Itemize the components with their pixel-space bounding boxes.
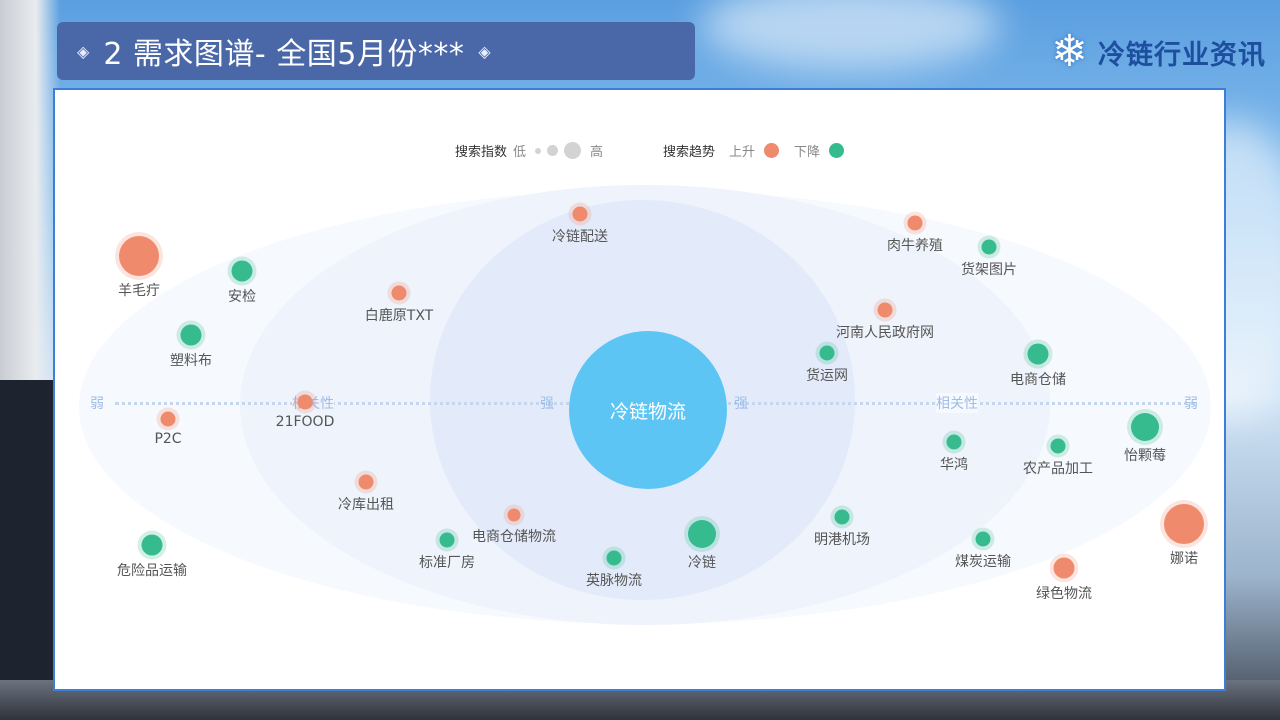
truck-shadow — [0, 380, 55, 720]
legend-high-label: 高 — [590, 145, 604, 160]
keyword-node-dot — [141, 534, 163, 556]
keyword-node-dot — [981, 239, 997, 255]
keyword-node-label: 电商仓储 — [1010, 371, 1066, 388]
keyword-node-dot — [1164, 504, 1204, 544]
keyword-node-label: 肉牛养殖 — [887, 237, 943, 254]
keyword-node-label: 华鸿 — [940, 456, 968, 473]
keyword-node-dot — [439, 532, 455, 548]
axis-weak-right: 弱 — [1184, 396, 1198, 412]
legend-medium-dot — [547, 145, 559, 156]
keyword-node-dot — [160, 411, 176, 427]
keyword-node-dot — [606, 550, 622, 566]
keyword-node-label: 娜诺 — [1170, 551, 1198, 567]
keyword-node-label: 冷链配送 — [552, 228, 608, 245]
legend-small-dot — [535, 147, 542, 154]
keyword-node-label: 冷库出租 — [338, 496, 394, 513]
keyword-node-label: 安检 — [228, 288, 256, 305]
keyword-node-dot — [119, 236, 159, 276]
keyword-node-dot — [1027, 343, 1049, 365]
legend-search-index-label: 搜索指数 — [455, 145, 508, 160]
keyword-node-label: 冷链 — [688, 555, 716, 571]
keyword-node-dot — [907, 215, 923, 231]
keyword-node-label: 羊毛疔 — [118, 283, 160, 299]
slide-title: 2 需求图谱- 全国5月份*** — [103, 37, 465, 72]
axis-relevance-right: 相关性 — [936, 393, 978, 413]
keyword-node-dot — [391, 285, 407, 301]
snowflake-icon: ❄ — [1051, 26, 1088, 77]
legend-down-label: 下降 — [794, 145, 821, 160]
keyword-node-label: 危险品运输 — [117, 562, 187, 579]
axis-strong-right: 强 — [734, 396, 748, 412]
legend-trend-label: 搜索趋势 — [663, 145, 716, 160]
keyword-node-dot — [180, 324, 202, 346]
slide-title-bar: ◈ 2 需求图谱- 全国5月份*** ◈ — [57, 22, 695, 80]
keyword-node-dot — [946, 434, 962, 450]
legend-search-index: 搜索指数 低 高 — [455, 141, 609, 160]
keyword-node-label: 货运网 — [806, 367, 848, 384]
keyword-node-label: 明港机场 — [814, 531, 870, 548]
legend-search-trend: 搜索趋势 上升 下降 — [663, 141, 847, 160]
keyword-node-dot — [834, 509, 850, 525]
keyword-node-dot — [975, 531, 991, 547]
keyword-node-label: 绿色物流 — [1036, 585, 1092, 602]
legend-up-dot — [764, 143, 780, 158]
keyword-node-label: 煤炭运输 — [955, 553, 1011, 570]
keyword-node-label: 农产品加工 — [1023, 460, 1093, 477]
legend-low-label: 低 — [513, 145, 527, 160]
cloud-decoration — [700, 0, 1000, 70]
brand-logo: ❄ 冷链行业资讯 — [1051, 24, 1266, 80]
keyword-node-dot — [688, 520, 716, 548]
keyword-node-dot — [1053, 557, 1075, 579]
keyword-node-dot — [1131, 413, 1159, 441]
keyword-node-label: 货架图片 — [961, 261, 1017, 278]
keyword-node-dot — [358, 474, 374, 490]
keyword-node-dot — [877, 302, 893, 318]
keyword-node-dot — [507, 508, 521, 522]
demand-map-panel: 搜索指数 低 高 搜索趋势 上升 下降 弱 相关性 强 强 相关性 弱 冷链物流… — [53, 88, 1226, 691]
legend-down-dot — [829, 143, 845, 158]
keyword-node-label: 英脉物流 — [586, 572, 642, 589]
diamond-icon: ◈ — [77, 41, 90, 61]
keyword-node-label: 白鹿原TXT — [364, 307, 434, 324]
keyword-node-label: 21FOOD — [275, 413, 335, 430]
keyword-node-dot — [231, 260, 253, 282]
keyword-node-dot — [819, 345, 835, 361]
keyword-node-label: 标准厂房 — [419, 554, 475, 571]
keyword-node-label: P2C — [154, 430, 182, 447]
legend-up-label: 上升 — [729, 145, 756, 160]
keyword-node-dot — [297, 394, 313, 410]
brand-name: 冷链行业资讯 — [1098, 39, 1266, 71]
keyword-node-label: 河南人民政府网 — [836, 324, 934, 341]
center-keyword-bubble: 冷链物流 — [569, 331, 727, 489]
axis-strong-left: 强 — [540, 396, 554, 412]
axis-weak-left: 弱 — [90, 396, 104, 412]
keyword-node-label: 怡颗莓 — [1124, 448, 1166, 464]
keyword-node-dot — [572, 206, 588, 222]
legend-large-dot — [564, 142, 582, 159]
keyword-node-dot — [1050, 438, 1066, 454]
keyword-node-label: 塑料布 — [170, 352, 212, 369]
diamond-icon: ◈ — [478, 41, 491, 61]
keyword-node-label: 电商仓储物流 — [472, 528, 556, 545]
